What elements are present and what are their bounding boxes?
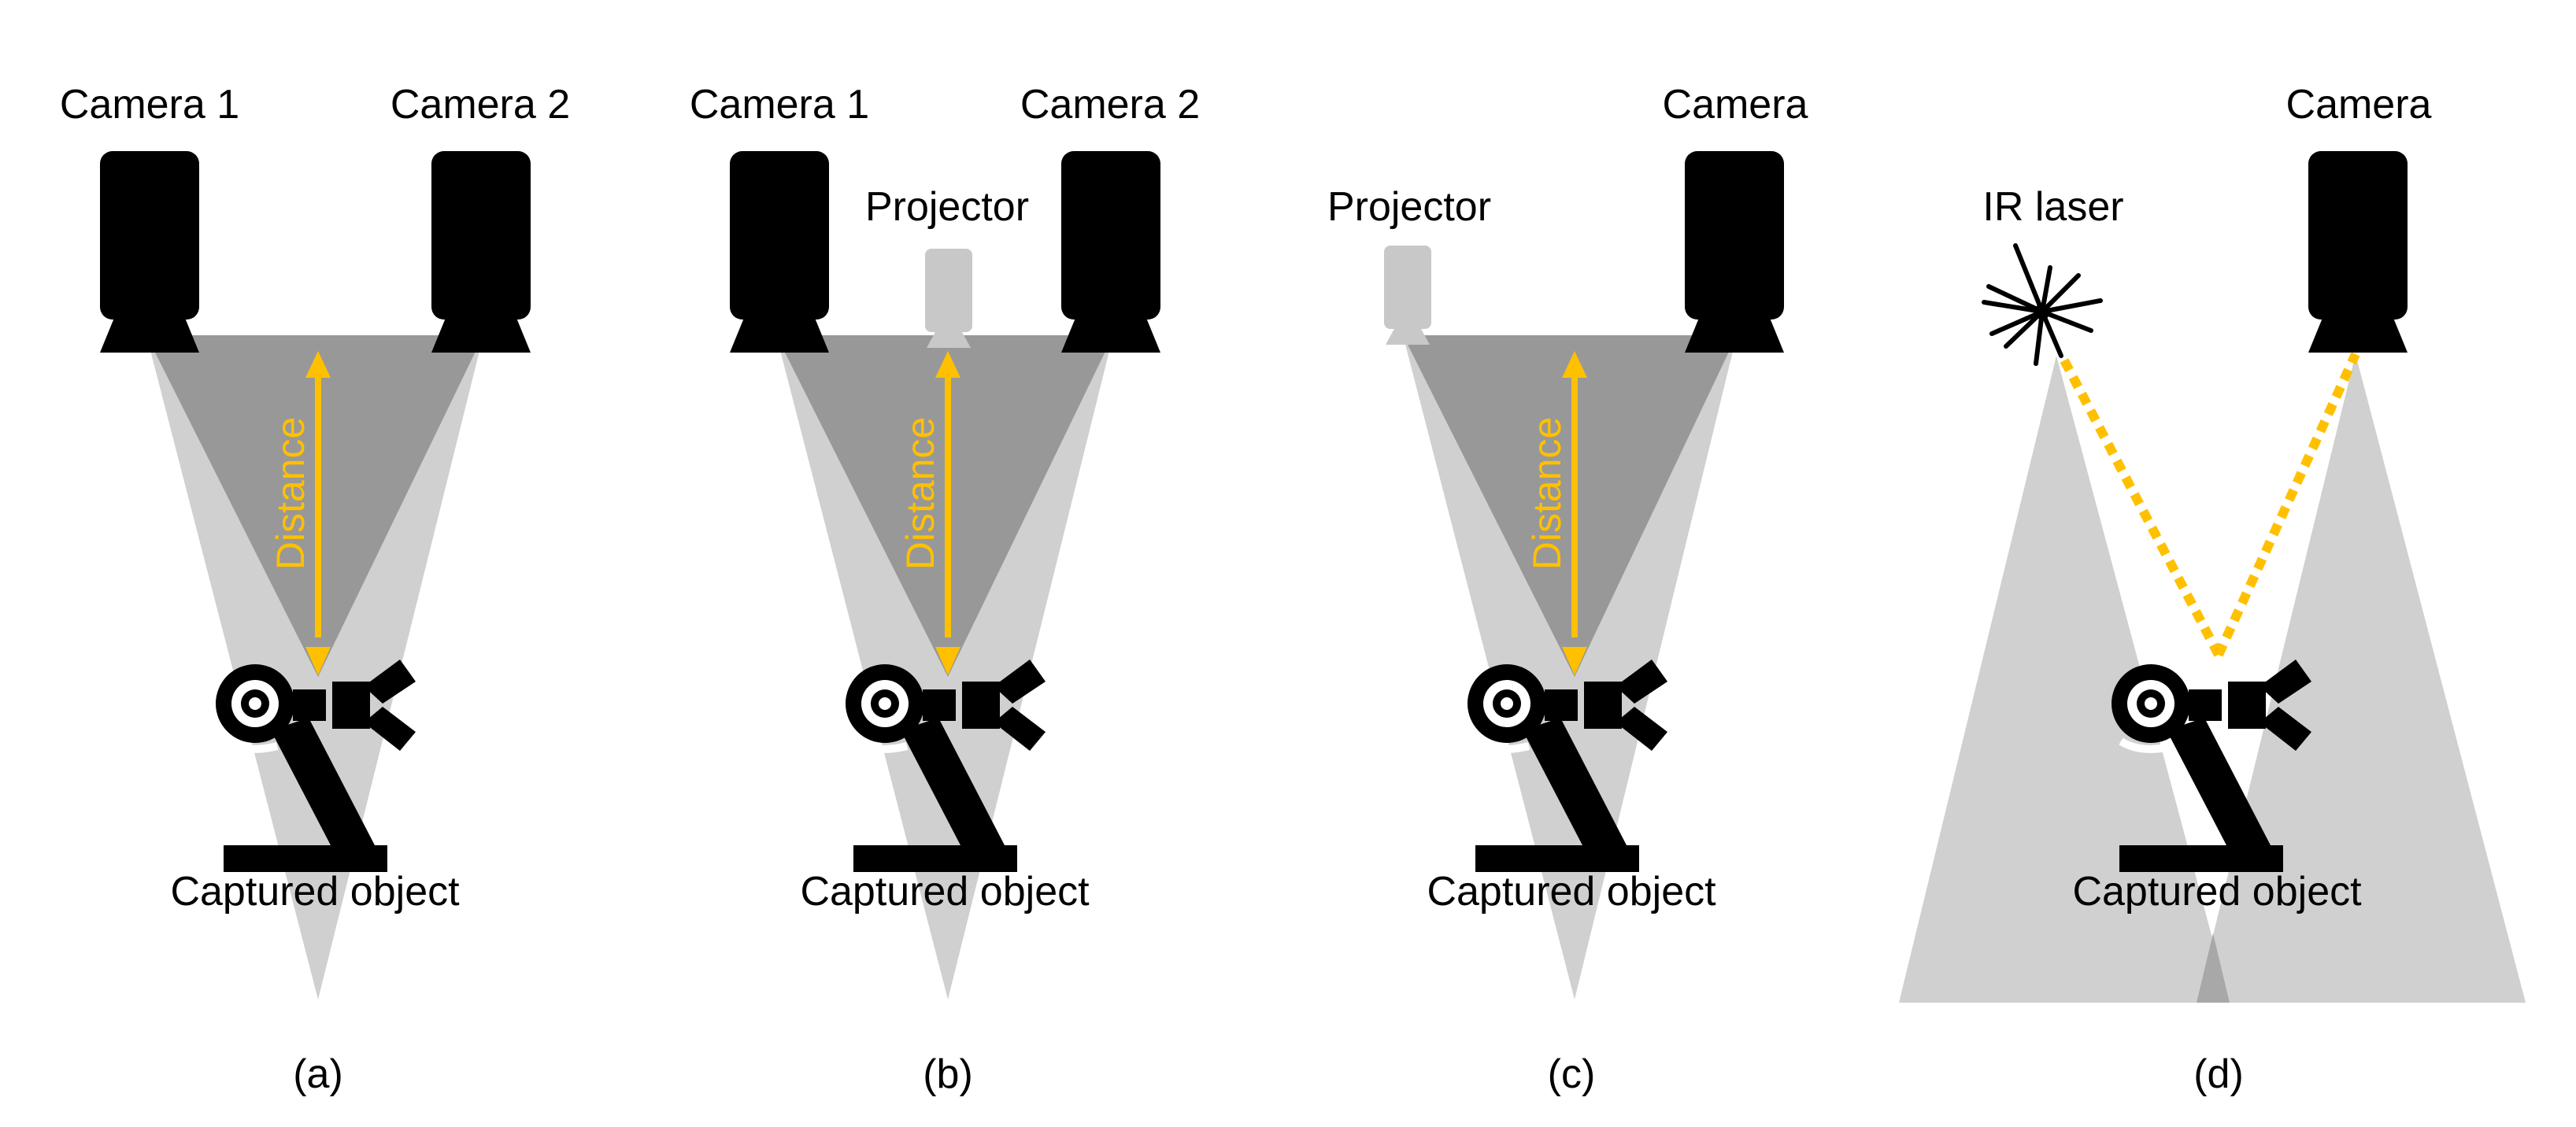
light-path: [2060, 352, 2360, 657]
caption-b: (b): [923, 1051, 973, 1097]
object-label: Captured object: [170, 869, 460, 915]
camera1-label: Camera 1: [60, 82, 239, 127]
camera1-label: Camera 1: [690, 82, 869, 127]
camera-fov: [2197, 354, 2526, 1003]
camera-icon: [1685, 151, 1784, 353]
overlap-region: [1403, 335, 1737, 677]
projector-label: Projector: [1327, 184, 1491, 230]
object-label: Captured object: [1427, 869, 1716, 915]
panel-d-time-of-flight: Camera IR laser Captured object (d): [1899, 82, 2526, 1097]
distance-label: Distance: [898, 417, 942, 571]
projector-label: Projector: [865, 184, 1029, 230]
camera-icon: [2308, 151, 2408, 353]
panel-a-stereo: Camera 1 Camera 2 Distance Captured obje…: [60, 82, 570, 1097]
laser-fov: [1899, 356, 2230, 1003]
overlap-region: [2197, 933, 2230, 1003]
object-label: Captured object: [2072, 869, 2362, 915]
object-label: Captured object: [800, 869, 1090, 915]
camera2-label: Camera 2: [1020, 82, 1200, 127]
camera-label: Camera: [1663, 82, 1808, 127]
distance-arrow: [305, 351, 331, 675]
camera2-label: Camera 2: [390, 82, 570, 127]
laser-label: IR laser: [1982, 184, 2123, 230]
panel-c-structured-light: Projector Camera Distance Captured objec…: [1327, 82, 1808, 1097]
camera2-icon: [431, 151, 531, 353]
projector-icon: [1384, 246, 1431, 345]
camera2-icon: [1061, 151, 1160, 353]
distance-label: Distance: [1525, 417, 1569, 571]
caption-c: (c): [1548, 1051, 1596, 1097]
caption-d: (d): [2193, 1051, 2244, 1097]
camera1-icon: [100, 151, 199, 353]
ir-laser-starburst-icon: [1982, 243, 2103, 366]
camera-label: Camera: [2286, 82, 2432, 127]
projector-icon: [925, 249, 972, 348]
distance-arrow: [1562, 351, 1587, 675]
distance-arrow: [935, 351, 960, 675]
caption-a: (a): [293, 1051, 343, 1097]
panel-b-active-stereo: Camera 1 Camera 2 Projector Distance Cap…: [690, 82, 1200, 1097]
distance-label: Distance: [268, 417, 313, 571]
camera1-icon: [730, 151, 829, 353]
